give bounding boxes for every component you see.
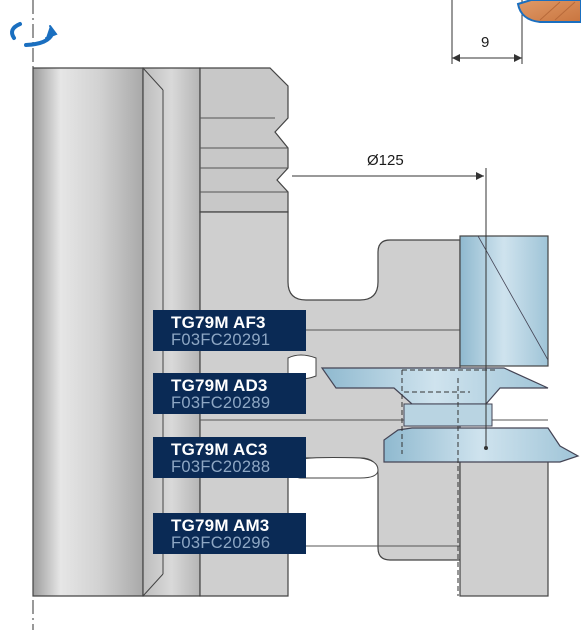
hidden-lines (401, 369, 498, 596)
tool-ref: F03FC20296 (171, 534, 271, 552)
tool-code: TG79M AF3 (171, 313, 266, 332)
arbor-lower-block (459, 439, 549, 597)
width-dimension-label: 9 (481, 34, 490, 51)
rotation-arrow-icon (10, 22, 58, 47)
tool-label-ad3: TG79M AD3 F03FC20289 (153, 373, 306, 414)
tool-code: TG79M AD3 (171, 376, 268, 395)
tool-code: TG79M AM3 (171, 516, 270, 535)
tool-label-ac3: TG79M AC3 F03FC20288 (153, 437, 306, 478)
cutter-profile-ac3 (383, 427, 580, 463)
tool-label-af3: TG79M AF3 F03FC20291 (153, 310, 306, 351)
tool-ref: F03FC20288 (171, 458, 271, 476)
collar-upper (199, 67, 289, 213)
diameter-dimension-label: Ø125 (367, 152, 404, 169)
cutter-hub-ad3 (403, 403, 493, 427)
tool-label-am3: TG79M AM3 F03FC20296 (153, 513, 306, 554)
tool-code: TG79M AC3 (171, 440, 268, 459)
hub-body (32, 67, 144, 597)
arbor-end-block (459, 235, 549, 367)
tool-ref: F03FC20289 (171, 394, 271, 412)
tool-ref: F03FC20291 (171, 331, 271, 349)
